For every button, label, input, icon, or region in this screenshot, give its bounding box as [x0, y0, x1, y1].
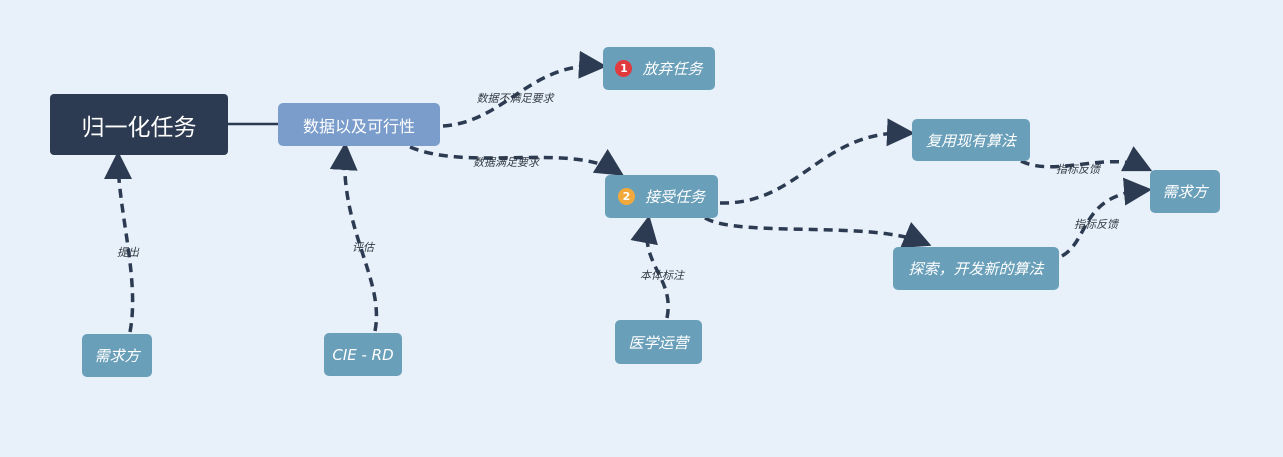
- feasibility-node[interactable]: 数据以及可行性: [278, 103, 440, 146]
- abandon-task-label: 放弃任务: [642, 60, 703, 78]
- edge-label-data-insufficient: 数据不满足要求: [476, 92, 554, 105]
- reuse-algorithm-label: 复用现有算法: [925, 131, 1016, 150]
- demand-side-left-node[interactable]: 需求方: [82, 334, 152, 377]
- explore-new-algorithm-node[interactable]: 探索，开发新的算法: [893, 247, 1059, 290]
- edge-label-ontology-annotation: 本体标注: [640, 269, 684, 282]
- edge-feasibility-to-accept: [409, 145, 624, 176]
- edge-demand-left-to-root: [104, 151, 135, 333]
- demand-side-right-label: 需求方: [1162, 183, 1208, 201]
- cie-rd-node[interactable]: CIE - RD: [324, 333, 402, 376]
- edge-medical-to-accept: [630, 215, 670, 319]
- edge-accept-to-explore: [704, 216, 932, 248]
- edge-label-data-sufficient: 数据满足要求: [473, 156, 539, 169]
- medical-operations-label: 医学运营: [628, 333, 689, 352]
- demand-side-right-node[interactable]: 需求方: [1150, 170, 1220, 213]
- root-node[interactable]: 归一化任务: [50, 94, 228, 155]
- explore-new-algorithm-label: 探索，开发新的算法: [908, 260, 1044, 278]
- medical-operations-node[interactable]: 医学运营: [615, 320, 702, 364]
- abandon-task-node[interactable]: 1 放弃任务: [603, 47, 715, 90]
- edge-reuse-to-demand: [1020, 146, 1153, 172]
- edge-label-feedback-explore: 指标反馈: [1074, 218, 1118, 231]
- priority-2-icon: 2: [617, 188, 635, 205]
- edge-label-feedback-reuse: 指标反馈: [1056, 163, 1100, 176]
- root-node-label: 归一化任务: [81, 114, 197, 141]
- cie-rd-label: CIE - RD: [332, 345, 394, 364]
- edge-label-propose: 提出: [117, 246, 139, 259]
- accept-task-label: 接受任务: [644, 188, 705, 206]
- edge-feasibility-to-abandon: [442, 50, 607, 128]
- demand-side-left-label: 需求方: [94, 347, 140, 365]
- edge-label-evaluate: 评估: [352, 241, 374, 254]
- accept-task-node[interactable]: 2 接受任务: [605, 175, 718, 218]
- edge-accept-to-reuse: [719, 118, 915, 205]
- reuse-algorithm-node[interactable]: 复用现有算法: [912, 119, 1030, 161]
- priority-1-icon: 1: [615, 60, 633, 77]
- feasibility-node-label: 数据以及可行性: [302, 116, 415, 136]
- edge-explore-to-demand: [1061, 177, 1152, 258]
- edge-cie-to-feasibility: [329, 142, 379, 332]
